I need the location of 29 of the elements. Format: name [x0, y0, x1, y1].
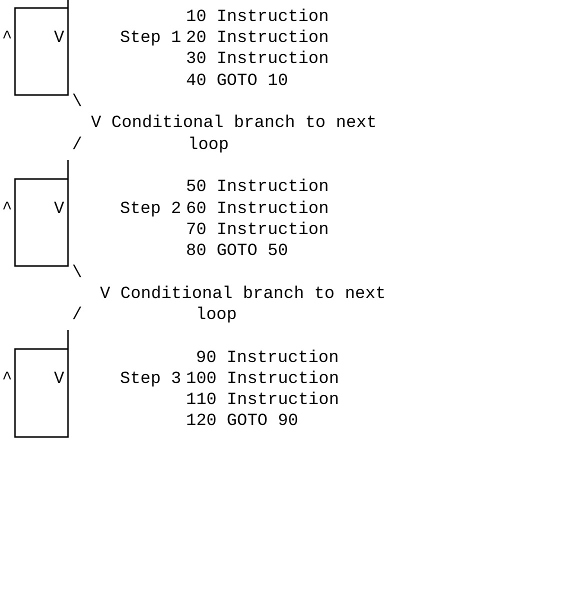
- branch-marker: /: [72, 306, 82, 326]
- down-marker: V: [54, 370, 64, 390]
- branch-note: loop: [188, 136, 229, 156]
- code-line: 110 Instruction: [186, 391, 340, 411]
- code-line: 80 GOTO 50: [186, 242, 288, 262]
- branch-note: loop: [196, 306, 237, 326]
- up-marker: ^: [2, 370, 12, 390]
- code-line: 40 GOTO 10: [186, 72, 288, 92]
- code-line: 10 Instruction: [186, 8, 329, 28]
- branch-marker: /: [72, 136, 82, 156]
- code-line: 30 Instruction: [186, 50, 329, 70]
- branch-marker: \: [72, 93, 82, 113]
- step-label: Step 3: [120, 370, 182, 390]
- branch-note: V Conditional branch to next: [91, 114, 377, 134]
- code-line: 20 Instruction: [186, 29, 329, 49]
- down-marker: V: [54, 29, 64, 49]
- code-line: 60 Instruction: [186, 200, 329, 220]
- step-label: Step 1: [120, 29, 182, 49]
- down-marker: V: [54, 200, 64, 220]
- code-line: 50 Instruction: [186, 178, 329, 198]
- up-marker: ^: [2, 200, 12, 220]
- up-marker: ^: [2, 29, 12, 49]
- branch-note: V Conditional branch to next: [100, 285, 386, 305]
- code-line: 100 Instruction: [186, 370, 340, 390]
- branch-marker: \: [72, 264, 82, 284]
- code-line: 90 Instruction: [196, 349, 339, 369]
- code-line: 120 GOTO 90: [186, 412, 298, 432]
- step-label: Step 2: [120, 200, 182, 220]
- code-line: 70 Instruction: [186, 221, 329, 241]
